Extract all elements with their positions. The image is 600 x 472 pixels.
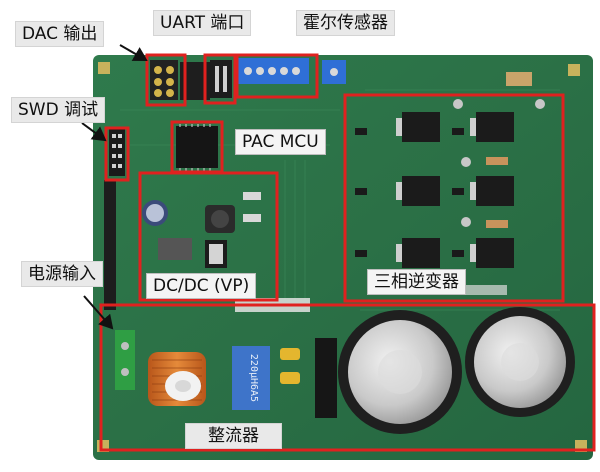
swd-callout-arrow <box>81 122 107 142</box>
callout-arrows <box>81 44 148 330</box>
dac-output-label: DAC 输出 <box>16 22 104 46</box>
swd-highlight-box <box>104 126 130 182</box>
dcdc-highlight-box <box>138 171 279 302</box>
pac-mcu-chip <box>176 124 218 171</box>
uart-port-label: UART 端口 <box>154 11 251 35</box>
hall-sensor-highlight-box <box>235 53 319 99</box>
dcdc-vp-label: DC/DC (VP) <box>147 274 256 298</box>
toroid-inductor <box>148 352 206 406</box>
power-input-label: 电源输入 <box>22 262 102 286</box>
small-yellow-capacitors <box>280 348 300 384</box>
hall-sensor-terminal <box>237 58 532 86</box>
three-phase-inverter-label: 三相逆变器 <box>368 270 465 294</box>
pac-mcu-label: PAC MCU <box>236 130 325 154</box>
power-input-terminal <box>115 330 135 390</box>
uart-header <box>210 60 232 98</box>
swd-debug-label: SWD 调试 <box>12 98 105 122</box>
bulk-capacitor-right <box>465 307 575 417</box>
inverter-highlight-box <box>343 93 565 303</box>
swd-header <box>109 128 125 176</box>
dac-highlight-box <box>145 53 187 107</box>
rectifier-label: 整流器 <box>186 424 281 448</box>
bridge-rectifier <box>315 338 337 418</box>
bulk-capacitor-left <box>338 310 462 434</box>
inverter-transistors <box>355 99 545 268</box>
hall-sensor-label: 霍尔传感器 <box>297 11 394 35</box>
film-capacitor: 220μH6A5 <box>232 346 270 410</box>
uart-highlight-box <box>203 53 237 105</box>
highlight-boxes <box>99 53 596 452</box>
dac-header <box>150 60 210 100</box>
dac-callout-arrow <box>119 44 148 61</box>
rectifier-highlight-box <box>99 303 596 452</box>
inductor-value-marking: 220μH6A5 <box>248 354 259 402</box>
dcdc-components <box>142 192 261 268</box>
power-input-callout-arrow <box>83 295 114 330</box>
